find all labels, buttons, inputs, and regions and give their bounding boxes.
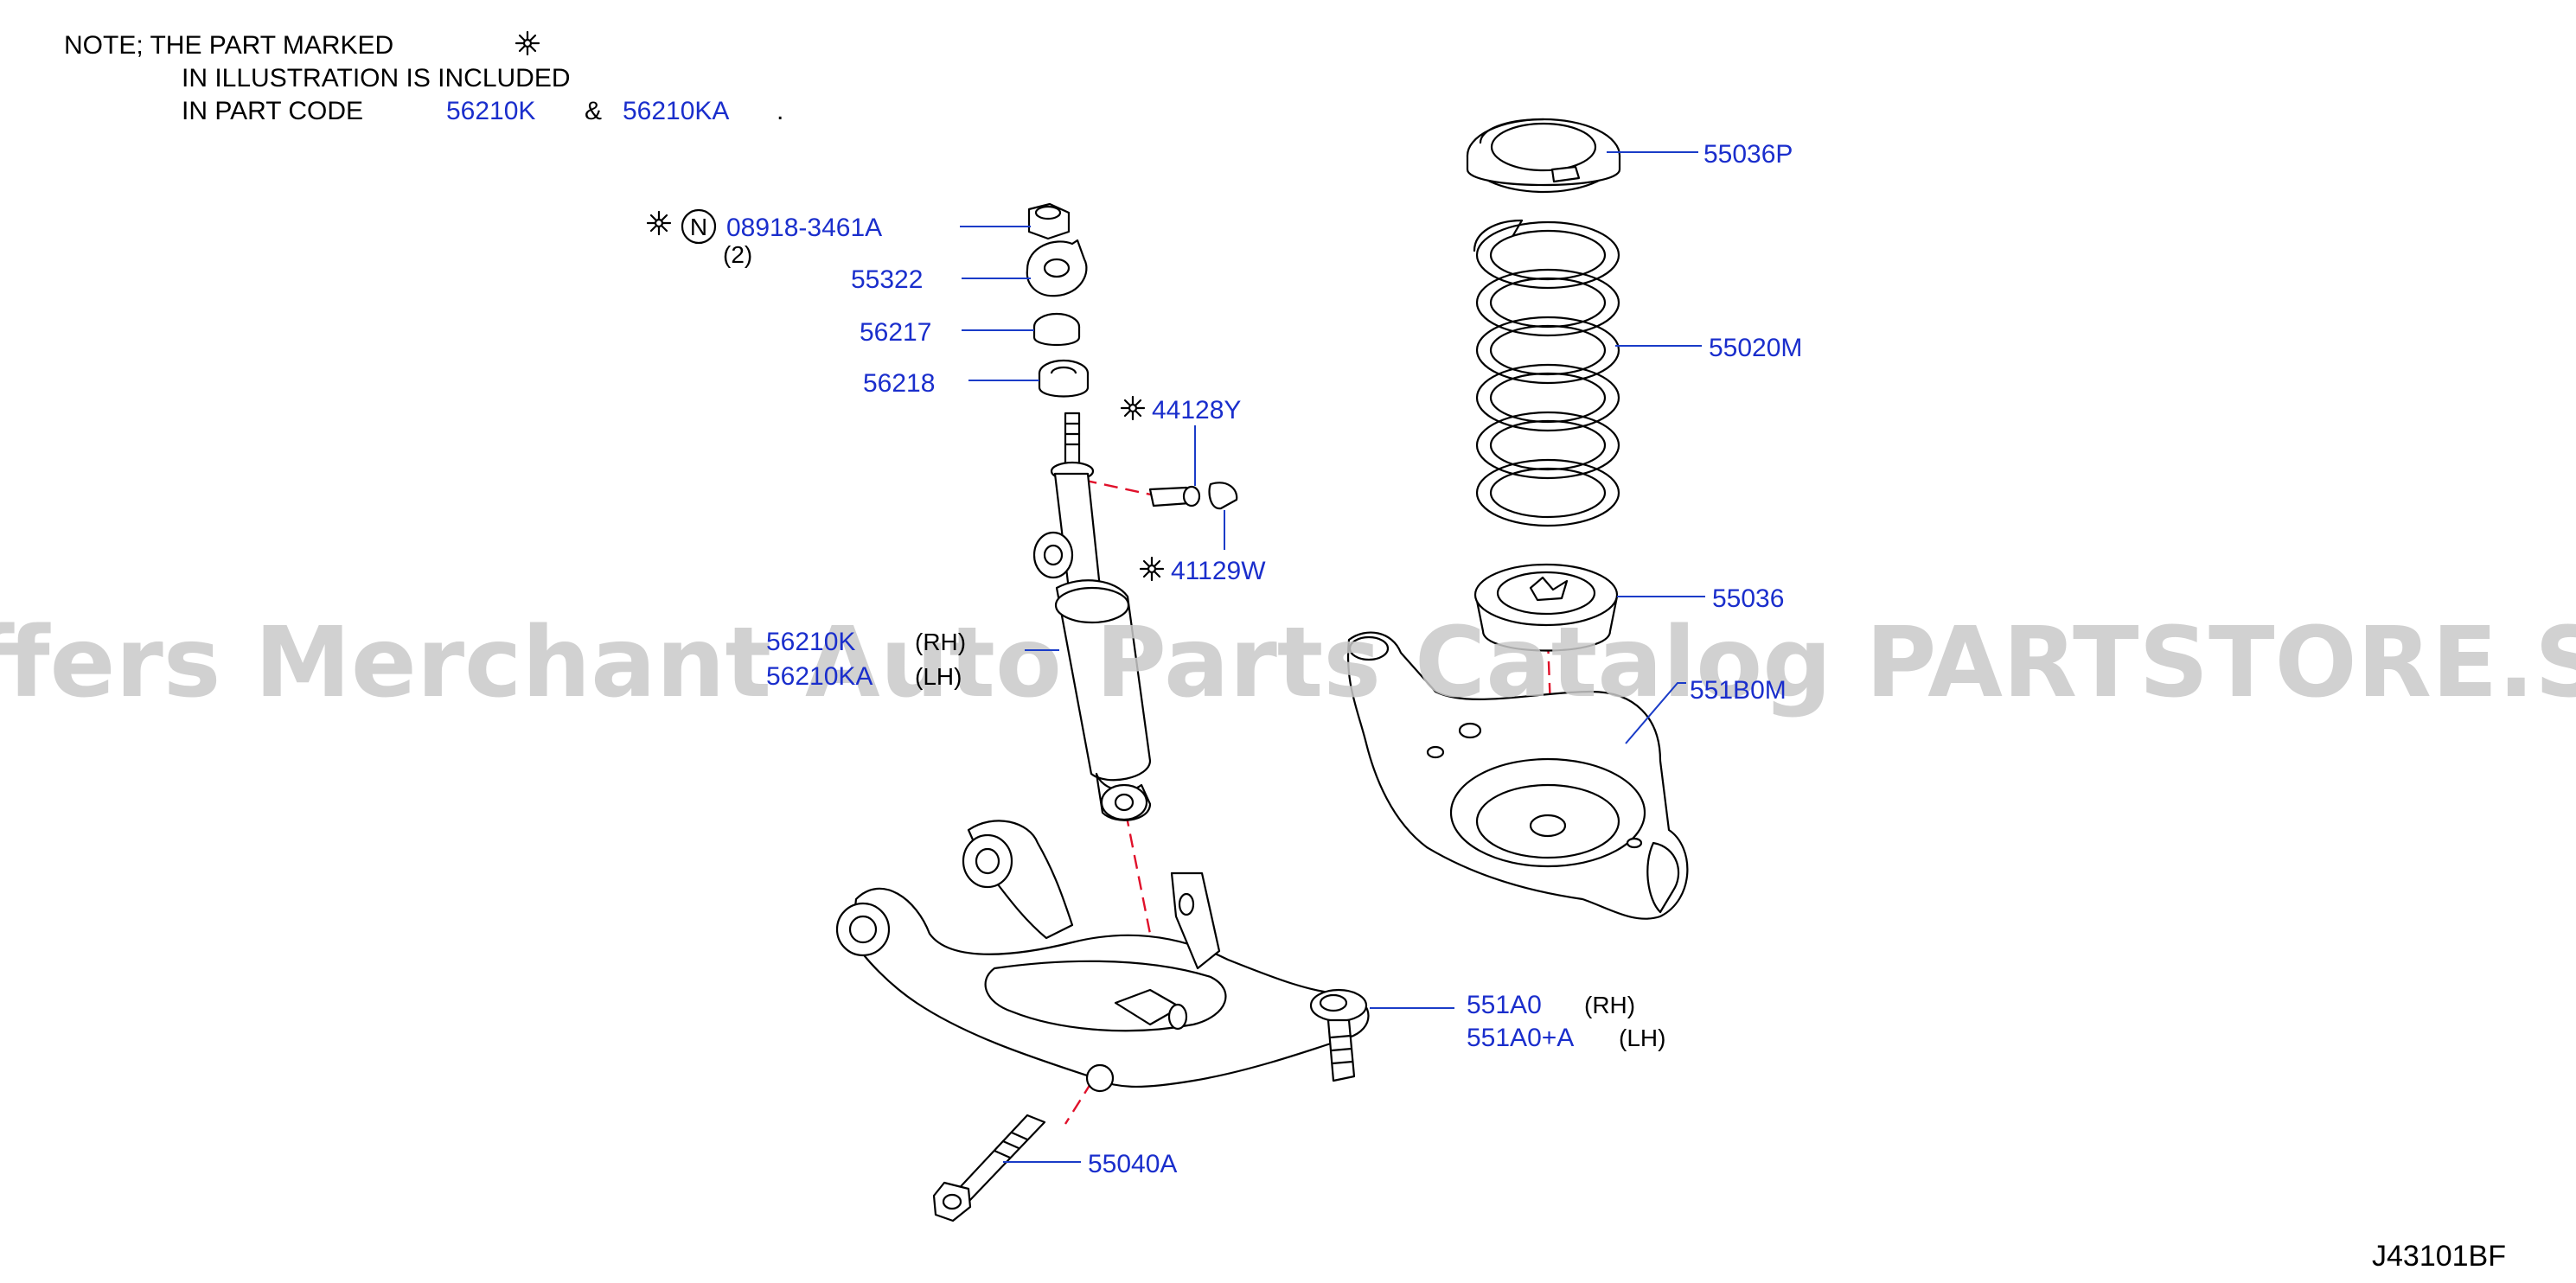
code-56210KA[interactable]: 56210KA [766, 662, 873, 691]
callout-nut[interactable]: N 08918-3461A (2) [646, 208, 882, 268]
code-08918-3461A[interactable]: 08918-3461A [726, 214, 882, 242]
code-44128Y[interactable]: 44128Y [1152, 396, 1241, 424]
marker-snowflake-asterisk-icon [1120, 395, 1146, 421]
coil-spring[interactable] [1473, 219, 1620, 527]
note-line-2: IN ILLUSTRATION IS INCLUDED [182, 64, 571, 93]
code-551A0[interactable]: 551A0 [1467, 991, 1542, 1019]
code-55036[interactable]: 55036 [1712, 584, 1784, 613]
upper-spring-seat[interactable] [1466, 118, 1621, 194]
new-part-badge-icon [681, 208, 717, 245]
code-41129W[interactable]: 41129W [1171, 557, 1266, 585]
spring-arm[interactable] [1346, 631, 1689, 920]
code-55040A[interactable]: 55040A [1088, 1150, 1177, 1178]
insulator-55322[interactable] [1026, 239, 1088, 297]
bushing-56217[interactable] [1032, 312, 1081, 346]
marker-snowflake-asterisk-icon [1139, 556, 1165, 582]
note-code-56210KA[interactable]: 56210KA [623, 97, 729, 125]
note-line-3: IN PART CODE [182, 97, 363, 125]
code-56218[interactable]: 56218 [863, 369, 935, 398]
note-code-56210K[interactable]: 56210K [446, 97, 535, 125]
code-56210K[interactable]: 56210K [766, 628, 855, 656]
marker-snowflake-asterisk-icon [515, 30, 540, 56]
callout-cap-41129W[interactable]: 41129W [1139, 556, 1266, 585]
shock-absorber[interactable] [1032, 412, 1152, 821]
note-period: . [777, 97, 783, 125]
marker-snowflake-asterisk-icon [646, 210, 672, 236]
qualifier-lh: (LH) [1619, 1024, 1665, 1051]
callout-bolt-44128Y[interactable]: 44128Y [1120, 395, 1241, 424]
new-part-badge-letter: N [690, 214, 707, 240]
code-55036P[interactable]: 55036P [1703, 140, 1793, 169]
code-56217[interactable]: 56217 [860, 318, 931, 347]
lower-link-arm[interactable] [835, 820, 1370, 1093]
qualifier-rh: (RH) [1584, 992, 1635, 1018]
code-551A0-A[interactable]: 551A0+A [1467, 1024, 1574, 1052]
note-line-1: NOTE; THE PART MARKED [64, 31, 393, 60]
callout-shock-absorber[interactable]: 56210K (RH) 56210KA (LH) [766, 628, 966, 691]
note-ampersand: & [585, 97, 602, 125]
qty-label: (2) [723, 241, 752, 268]
code-55020M[interactable]: 55020M [1709, 334, 1802, 362]
top-nut-08918-3461A[interactable] [1027, 202, 1071, 240]
qualifier-rh: (RH) [915, 629, 966, 655]
code-551B0M[interactable]: 551B0M [1690, 676, 1787, 705]
watermark-text: Offers Merchant Auto Parts Catalog PARTS… [0, 607, 2576, 719]
diagram-reference: J43101BF [2372, 1240, 2506, 1273]
qualifier-lh: (LH) [915, 663, 962, 690]
lower-spring-seat[interactable] [1473, 563, 1619, 652]
callout-lower-link[interactable]: 551A0 (RH) 551A0+A (LH) [1467, 991, 1665, 1052]
note-block: NOTE; THE PART MARKED IN ILLUSTRATION IS… [64, 30, 783, 125]
code-55322[interactable]: 55322 [851, 265, 923, 294]
bolt-44128Y[interactable] [1148, 485, 1201, 507]
leader-lines [960, 151, 1705, 1163]
bushing-56218[interactable] [1038, 359, 1090, 398]
link-bolt-55040A[interactable] [932, 1114, 1046, 1222]
cap-41129W[interactable] [1208, 482, 1238, 510]
